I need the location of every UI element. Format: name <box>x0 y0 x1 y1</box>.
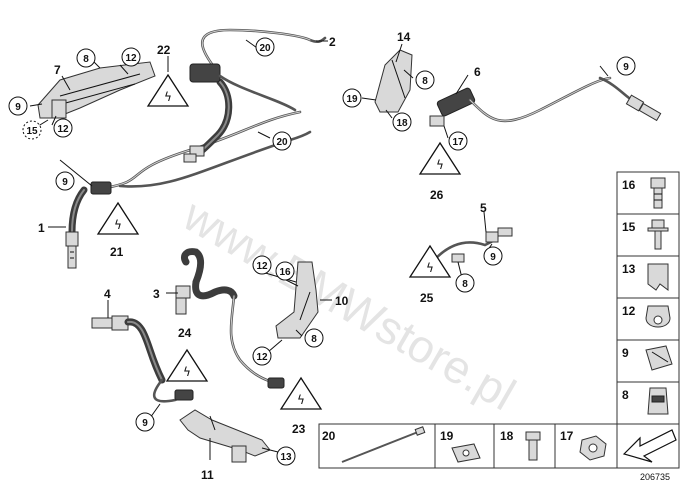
warning-triangle-24: ϟ <box>165 348 209 382</box>
callout-25: 25 <box>420 291 434 305</box>
warning-triangle-21: ϟ <box>96 201 140 235</box>
callout-2: 2 <box>329 35 336 49</box>
oxygen-sensor-4[interactable] <box>91 315 194 403</box>
table-cell-12: 12 <box>622 304 636 318</box>
callout-5: 5 <box>480 201 487 215</box>
circle-16: 16 <box>279 267 291 278</box>
table-cell-16: 16 <box>622 178 636 192</box>
bracket-10[interactable] <box>275 261 319 339</box>
circle-12-a: 12 <box>125 53 137 64</box>
circle-9-d: 9 <box>490 252 496 263</box>
svg-text:ϟ: ϟ <box>183 365 191 379</box>
circle-8-d: 8 <box>311 334 317 345</box>
circle-8-b: 8 <box>422 76 428 87</box>
bracket-11[interactable] <box>179 409 271 463</box>
nut-17-icon <box>579 435 607 461</box>
circle-8-c: 8 <box>462 279 468 290</box>
circle-20-a: 20 <box>259 43 271 54</box>
circle-19: 19 <box>346 94 358 105</box>
bolt-18-icon <box>525 431 541 461</box>
circle-8-a: 8 <box>83 54 89 65</box>
cable-clip-8-icon <box>647 387 669 415</box>
svg-text:ϟ: ϟ <box>436 158 444 172</box>
callout-26: 26 <box>430 188 444 202</box>
circle-20-b: 20 <box>276 137 288 148</box>
leader-lines <box>29 39 609 460</box>
bolt-16-icon <box>650 177 666 209</box>
cable-tie-20-icon <box>341 426 426 463</box>
circle-15-a: 15 <box>26 126 38 137</box>
table-cell-18: 18 <box>500 429 514 443</box>
oxygen-sensor-3[interactable] <box>175 248 285 389</box>
parts-table-bottom: 20 19 18 17 <box>318 423 680 469</box>
callout-10: 10 <box>335 294 349 308</box>
callout-23: 23 <box>292 422 306 436</box>
callout-6: 6 <box>474 65 481 79</box>
callout-14: 14 <box>397 30 411 44</box>
table-cell-17: 17 <box>560 429 574 443</box>
circle-12-c: 12 <box>256 261 268 272</box>
oxygen-sensor-6[interactable] <box>429 76 662 127</box>
circle-9-e: 9 <box>142 418 148 429</box>
warning-triangle-22: ϟ <box>146 73 190 107</box>
circle-18: 18 <box>396 118 408 129</box>
parts-table-side: 16 15 13 12 9 8 <box>616 171 680 425</box>
svg-text:ϟ: ϟ <box>164 90 172 104</box>
svg-text:ϟ: ϟ <box>297 393 305 407</box>
callout-24: 24 <box>178 326 192 340</box>
callout-labels: 1 2 3 4 5 6 7 10 11 14 21 22 23 24 25 26 <box>38 30 487 482</box>
clip-nut-19-icon <box>451 443 481 463</box>
clip-nut-9-icon <box>645 345 673 371</box>
warning-triangle-26: ϟ <box>418 141 462 175</box>
circle-9-a: 9 <box>15 102 21 113</box>
clip-13-icon <box>647 263 669 291</box>
diagram-number: 206735 <box>640 472 670 482</box>
oxygen-sensor-1[interactable] <box>65 110 312 269</box>
callout-22: 22 <box>157 43 171 57</box>
callout-11: 11 <box>201 468 214 482</box>
cable-holder-12-icon <box>645 305 671 328</box>
table-cell-13: 13 <box>622 262 636 276</box>
callout-4: 4 <box>104 287 111 301</box>
bracket-14[interactable] <box>374 49 413 113</box>
table-cell-9: 9 <box>622 346 629 360</box>
oxygen-sensor-22[interactable] <box>183 28 327 163</box>
bracket-7[interactable] <box>37 61 156 119</box>
warning-triangle-23: ϟ <box>279 376 323 410</box>
callout-3: 3 <box>153 287 160 301</box>
callout-21: 21 <box>110 245 124 259</box>
warning-triangle-25: ϟ <box>408 244 452 278</box>
circle-9-c: 9 <box>623 62 629 73</box>
circle-13: 13 <box>280 452 292 463</box>
svg-text:ϟ: ϟ <box>114 218 122 232</box>
circled-callouts: 8 12 9 15 12 20 20 9 9 8 19 18 17 9 8 12… <box>8 37 636 466</box>
callout-1: 1 <box>38 221 45 235</box>
direction-arrow-icon <box>622 429 677 463</box>
callout-7: 7 <box>54 63 61 77</box>
circle-17: 17 <box>452 137 464 148</box>
circle-12-d: 12 <box>256 352 268 363</box>
table-cell-15: 15 <box>622 220 636 234</box>
watermark-text: www.BMWstore.pl <box>174 188 524 420</box>
table-cell-19: 19 <box>440 429 454 443</box>
circle-9-b: 9 <box>62 177 68 188</box>
table-cell-20: 20 <box>322 429 336 443</box>
bolt-15-icon <box>647 219 669 250</box>
circle-12-b: 12 <box>57 124 69 135</box>
table-cell-8: 8 <box>622 388 629 402</box>
svg-text:ϟ: ϟ <box>426 261 434 275</box>
